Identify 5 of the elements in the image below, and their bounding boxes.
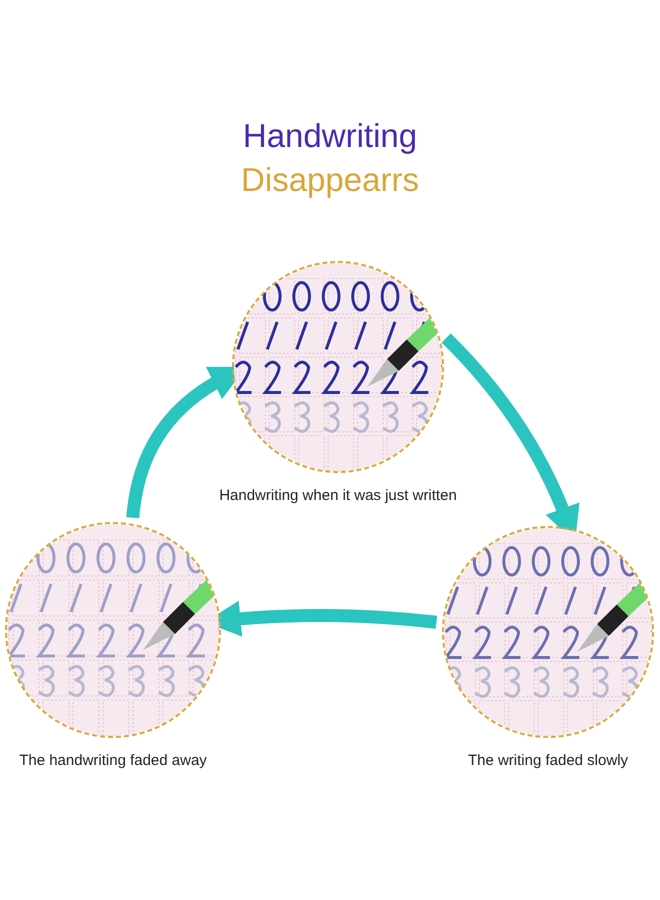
subtitle: Disappearrs [240, 160, 420, 200]
node-label: The handwriting faded away [18, 752, 208, 769]
title: Handwriting [242, 116, 418, 156]
node-label: The writing faded slowly [466, 752, 630, 769]
node-label: Handwriting when it was just written [218, 487, 458, 504]
